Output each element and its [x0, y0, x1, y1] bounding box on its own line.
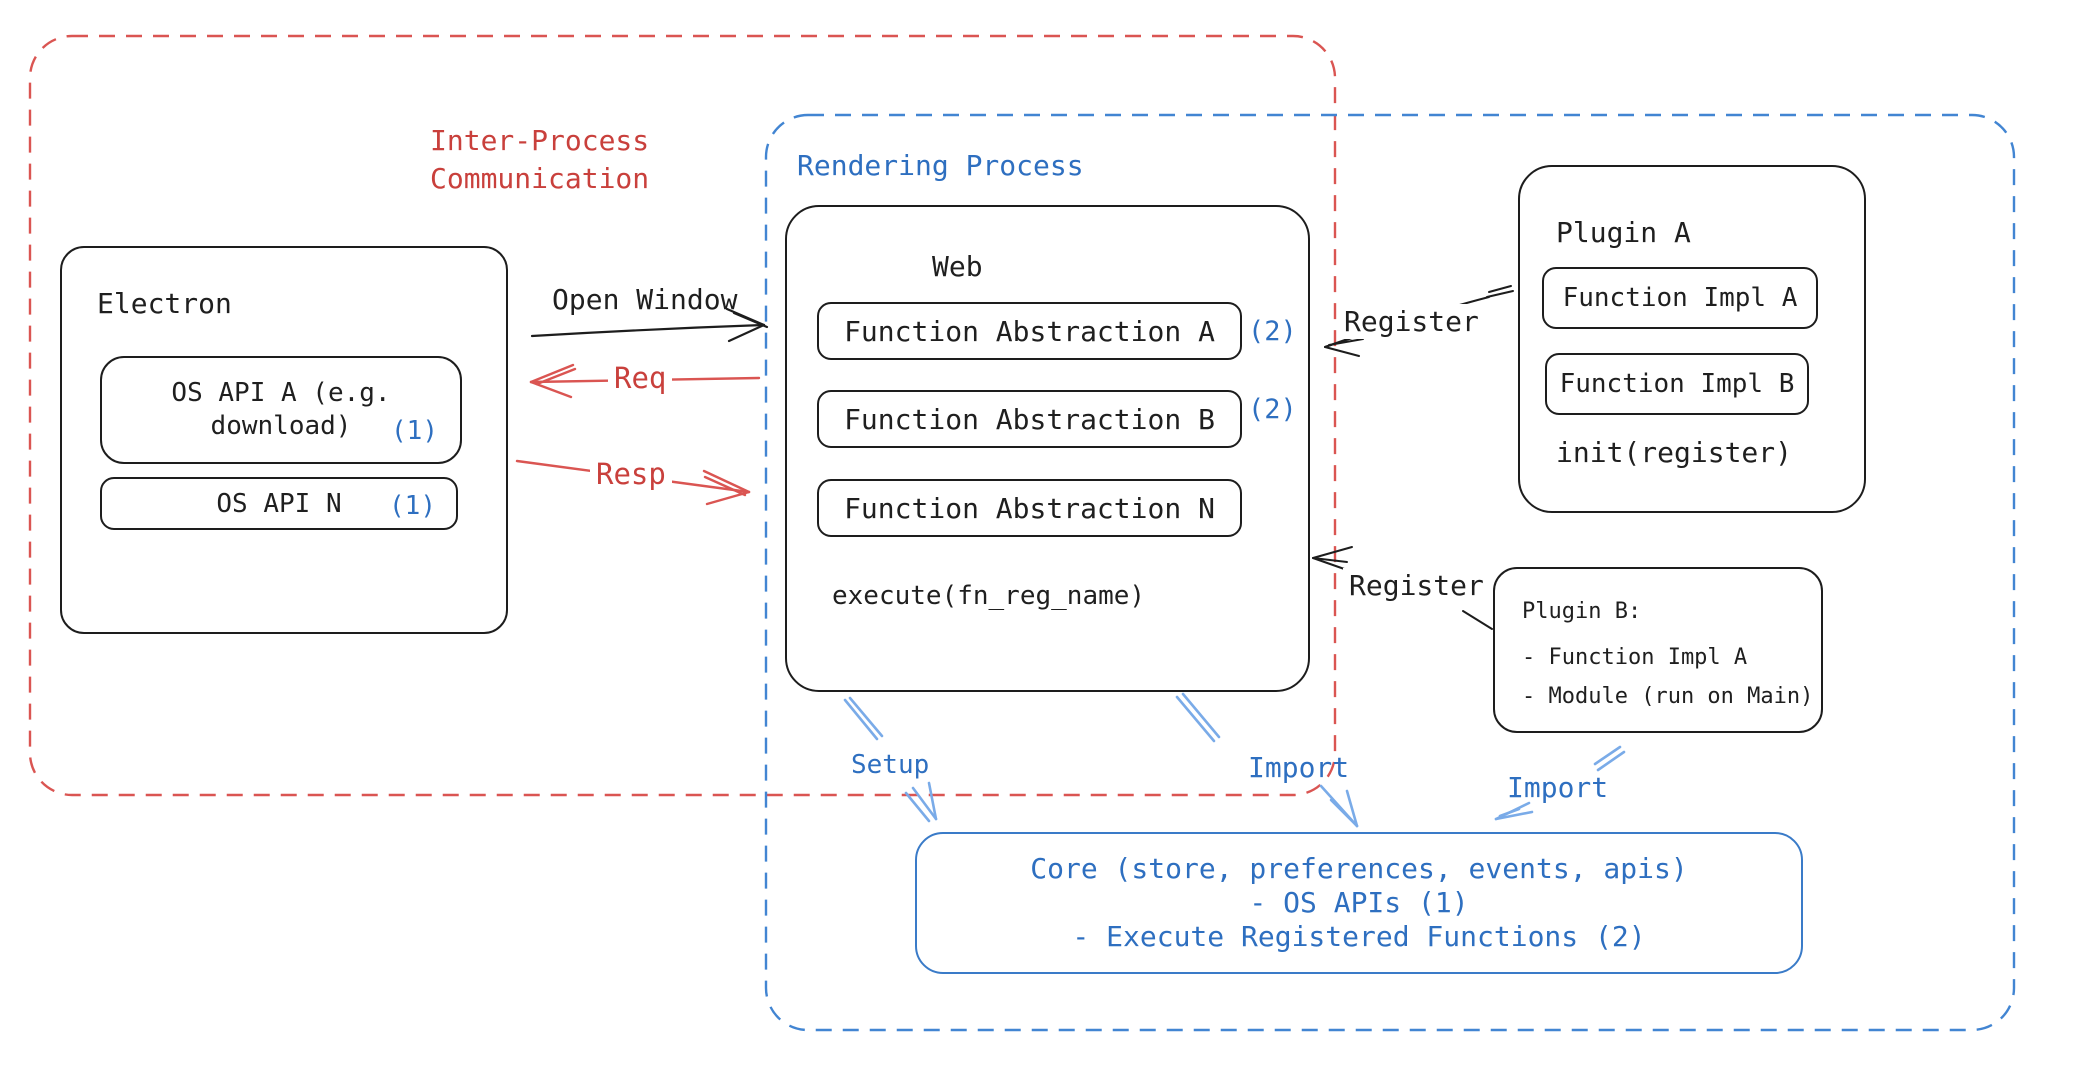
- os-api-n-label: OS API N: [216, 488, 342, 519]
- rendering-region-title: Rendering Process: [797, 149, 1084, 182]
- plugin-a-title: Plugin A: [1556, 216, 1691, 249]
- electron-title: Electron: [97, 287, 232, 320]
- core-line-os-apis: - OS APIs (1): [1249, 886, 1469, 919]
- plugin-b-title: Plugin B:: [1522, 599, 1642, 624]
- function-abstraction-a-label: Function Abstraction A: [844, 314, 1215, 348]
- os-api-n-box: OS API N (1): [100, 477, 458, 530]
- register-a-label: Register: [1338, 304, 1485, 339]
- function-abstraction-b-box: Function Abstraction B: [817, 390, 1242, 448]
- import-plugin-b-arrow: [1494, 745, 1626, 821]
- rendering-region-border: [764, 113, 2016, 1032]
- ipc-region-border: [28, 34, 1337, 797]
- import-web-label: Import: [1248, 751, 1350, 784]
- electron-box: Electron OS API A (e.g. download) (1) OS…: [60, 246, 508, 634]
- web-box: Web Function Abstraction A (2) Function …: [785, 205, 1310, 692]
- os-api-a-box: OS API A (e.g. download) (1): [100, 356, 462, 464]
- function-abstraction-a-box: Function Abstraction A: [817, 302, 1242, 360]
- core-line-title: Core (store, preferences, events, apis): [1030, 852, 1688, 885]
- open-window-label: Open Window: [552, 283, 738, 316]
- os-api-n-badge: (1): [389, 491, 436, 521]
- os-api-a-badge: (1): [391, 416, 438, 446]
- init-register-label: init(register): [1556, 436, 1793, 469]
- execute-label: execute(fn_reg_name): [832, 581, 1146, 611]
- plugin-b-box: Plugin B: - Function Impl A - Module (ru…: [1493, 567, 1823, 733]
- plugin-b-item-function-impl-a: - Function Impl A: [1522, 645, 1748, 670]
- plugin-a-box: Plugin A Function Impl A Function Impl B…: [1518, 165, 1866, 513]
- web-title: Web: [932, 250, 983, 283]
- req-label: Req: [608, 360, 673, 397]
- function-abstraction-b-badge: (2): [1248, 394, 1297, 425]
- open-window-arrow: [530, 307, 769, 343]
- register-b-label: Register: [1343, 568, 1490, 603]
- function-impl-b-label: Function Impl B: [1559, 369, 1795, 399]
- function-abstraction-n-label: Function Abstraction N: [844, 491, 1215, 525]
- ipc-region-title: Inter-Process Communication: [430, 124, 650, 195]
- import-web-arrow: [1175, 692, 1359, 828]
- resp-label: Resp: [590, 456, 672, 493]
- import-plugin-b-label: Import: [1507, 771, 1609, 804]
- function-impl-a-label: Function Impl A: [1562, 283, 1798, 313]
- os-api-a-label: OS API A (e.g. download): [171, 378, 391, 441]
- core-line-execute-registered: - Execute Registered Functions (2): [1072, 920, 1646, 953]
- setup-label: Setup: [851, 750, 930, 780]
- function-abstraction-b-label: Function Abstraction B: [844, 402, 1215, 436]
- function-impl-a-box: Function Impl A: [1542, 267, 1818, 329]
- plugin-b-item-module: - Module (run on Main): [1522, 684, 1814, 709]
- setup-arrow: [843, 696, 938, 823]
- core-box: Core (store, preferences, events, apis) …: [915, 832, 1803, 974]
- function-abstraction-a-badge: (2): [1248, 316, 1297, 347]
- function-abstraction-n-box: Function Abstraction N: [817, 479, 1242, 537]
- register-b-connector: [1312, 546, 1493, 630]
- function-impl-b-box: Function Impl B: [1545, 353, 1809, 415]
